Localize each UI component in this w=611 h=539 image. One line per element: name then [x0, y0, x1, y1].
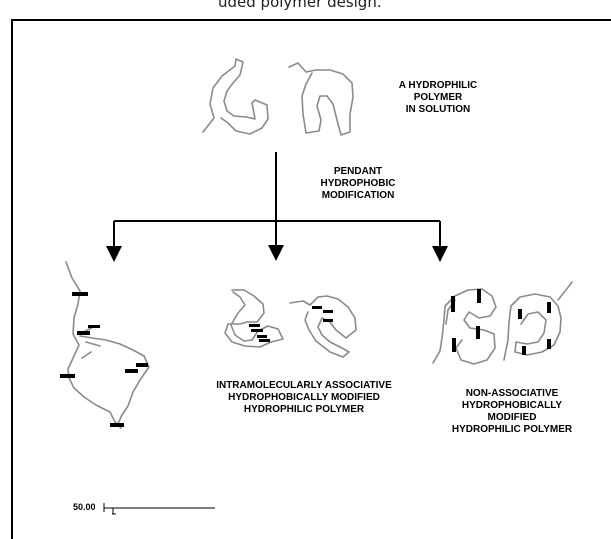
nonassoc-coil-left: [432, 288, 497, 365]
hydrophobe-bar: [452, 338, 456, 352]
hydrophobe-bar: [451, 296, 455, 312]
label-pendant-modification: PENDANT HYDROPHOBIC MODIFICATION: [320, 166, 396, 201]
hydrophobe-bar: [323, 319, 333, 322]
scale-label: 50.00: [73, 502, 96, 512]
label-intramolecular-associative: INTRAMOLECULARLY ASSOCIATIVE HYDROPHOBIC…: [216, 380, 392, 415]
polymer-coil-left: [202, 58, 269, 135]
top-caption: uded polymer design.: [218, 0, 382, 11]
hydrophobe-bar: [249, 324, 260, 327]
scale-bar: [103, 503, 215, 515]
hydrophobe-bar: [259, 339, 270, 342]
reaction-arrows: [106, 152, 448, 262]
hydrophobe-bar: [251, 329, 263, 332]
hydrophobe-bar: [125, 369, 138, 373]
nonassoc-coil-right: [503, 281, 573, 361]
hydrophobe-bar: [477, 289, 481, 303]
hydrophobe-bar: [323, 310, 333, 313]
hydrophobe-bar: [476, 326, 480, 339]
figure-frame: [11, 19, 611, 539]
top-caption-strip: uded polymer design.: [0, 0, 611, 16]
hydrophobe-bar: [136, 363, 148, 367]
hydrophobe-bar: [110, 423, 124, 427]
arrowhead-center: [268, 245, 284, 261]
hydrophobe-bars-extended: [60, 292, 148, 427]
hydrophobe-bar: [72, 292, 88, 296]
label-non-associative: NON-ASSOCIATIVE HYDROPHOBICALLY MODIFIED…: [451, 388, 573, 435]
label-hydrophilic-polymer: A HYDROPHILIC POLYMER IN SOLUTION: [398, 80, 478, 112]
non-associative-coils: [432, 281, 573, 365]
hydrophobe-bar: [257, 335, 267, 338]
hydrophobe-bars-intramolecular: [249, 306, 333, 342]
arrowhead-left: [106, 246, 122, 262]
polymer-chain-extended: [65, 261, 150, 429]
extended-associative-chain: [60, 261, 150, 429]
diagram-canvas: [60, 58, 573, 515]
hydrophobe-bar: [88, 325, 100, 328]
arrowhead-right: [432, 246, 448, 262]
intramolecular-associative-coils: [224, 289, 357, 358]
hydrophobe-bar: [312, 306, 322, 309]
hydrophobe-bar: [547, 339, 551, 349]
hydrophobe-bar: [60, 374, 75, 378]
polymer-coil-right: [288, 62, 354, 136]
hydrophobe-bar: [77, 331, 90, 335]
hydrophilic-polymer-coils: [202, 58, 354, 136]
hydrophobe-bar: [518, 309, 522, 319]
compact-coil-right: [289, 295, 357, 358]
hydrophobe-bars-nonassoc: [451, 289, 551, 355]
compact-coil-left: [224, 289, 284, 348]
hydrophobe-bar: [522, 346, 526, 355]
hydrophobe-bar: [547, 302, 551, 313]
